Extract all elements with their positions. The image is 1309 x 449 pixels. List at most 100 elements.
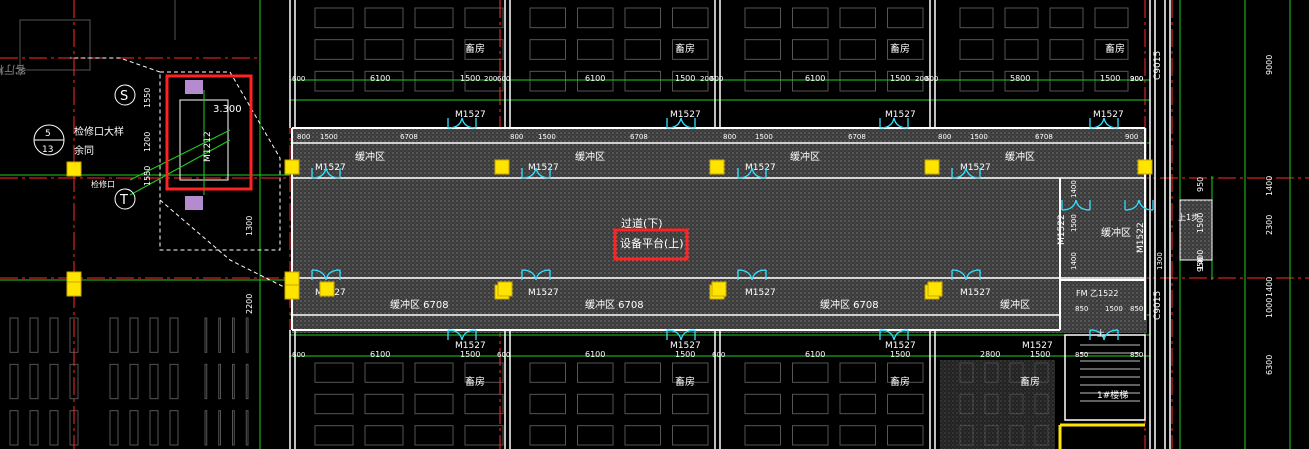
dim-top: 6100 — [370, 74, 390, 83]
faint-pen — [624, 425, 661, 446]
door-label-m1527: M1527 — [1093, 110, 1124, 120]
faint-pen — [744, 7, 781, 29]
dim-upper: 6708 — [400, 133, 418, 141]
door-top — [1089, 117, 1119, 129]
dim-top-small: 200 — [1130, 75, 1143, 83]
svg-text:S: S — [120, 89, 128, 104]
door-label-m1527: M1527 — [745, 288, 776, 298]
column — [711, 281, 727, 297]
dim-left: 1200 — [143, 132, 152, 152]
faint-pen — [129, 363, 139, 400]
faint-pen — [29, 363, 39, 400]
column — [66, 281, 82, 297]
buffer-label-dim: 缓冲区 6708 — [390, 298, 449, 311]
faint-pen — [887, 70, 924, 92]
faint-pen — [577, 70, 614, 92]
faint-pen — [204, 410, 208, 446]
column — [709, 159, 725, 175]
door-arc — [951, 269, 981, 281]
dim-top: 6100 — [805, 74, 825, 83]
door-bottom — [666, 329, 696, 341]
dim-side: 1500 — [1070, 214, 1078, 232]
door-arc — [521, 167, 551, 179]
dim-top-small: 600 — [497, 75, 510, 83]
dim-left: 1550 — [143, 166, 152, 186]
door-bottom — [447, 329, 477, 341]
faint-pen — [959, 70, 994, 92]
door-arc — [666, 117, 696, 129]
dim-left: 1550 — [143, 88, 152, 108]
faint-pen — [744, 393, 781, 415]
faint-pen — [364, 425, 404, 446]
detail-diagonal — [129, 129, 231, 181]
faint-pen — [218, 317, 221, 353]
faint-pen — [414, 393, 454, 415]
faint-pen — [839, 70, 876, 92]
faint-pen — [49, 363, 59, 400]
dim-bottom: 1500 — [1030, 350, 1050, 359]
door-arc — [311, 269, 341, 281]
faint-pen — [839, 362, 876, 383]
faint-pen — [149, 363, 159, 400]
buffer-label: 缓冲区 — [790, 150, 820, 163]
faint-pen — [672, 7, 709, 29]
faint-pen — [624, 70, 661, 92]
door-label-m1527: M1527 — [455, 341, 486, 351]
buffer-label: 缓冲区 — [1005, 150, 1035, 163]
faint-pen — [577, 7, 614, 29]
column — [284, 159, 300, 175]
faint-pen — [577, 425, 614, 446]
faint-pen — [232, 410, 235, 446]
faint-pen — [887, 362, 924, 383]
door-label-m1527: M1527 — [885, 341, 916, 351]
detail-outline — [159, 71, 281, 251]
door-arc — [447, 329, 477, 341]
dim-bottom: 2800 — [980, 350, 1000, 359]
door-arc — [879, 329, 909, 341]
faint-pen — [577, 393, 614, 415]
faint-pen — [314, 70, 354, 92]
faint-pen — [529, 425, 566, 446]
barn-label: 畜房 — [465, 42, 485, 55]
faint-pen — [624, 39, 661, 60]
faint-pen — [744, 70, 781, 92]
dim-upper: 6708 — [1035, 133, 1053, 141]
svg-text:T: T — [119, 193, 128, 208]
door-top — [879, 117, 909, 129]
door-arc — [311, 167, 341, 179]
fm-door-label: FM 乙1522 — [1076, 289, 1118, 298]
dim-upper: 1500 — [320, 133, 338, 141]
dim-bottom-small: 850 — [1130, 351, 1143, 359]
faint-pen — [1004, 39, 1039, 60]
faint-pen — [245, 363, 249, 400]
door-label-m1527: M1527 — [960, 163, 991, 173]
faint-pen — [577, 362, 614, 383]
dim-bottom: 1500 — [460, 350, 480, 359]
door-side — [1124, 199, 1154, 211]
dim-upper: 1500 — [538, 133, 556, 141]
faint-pen — [839, 425, 876, 446]
faint-pen — [744, 39, 781, 60]
faint-pen — [364, 362, 404, 383]
axis-bubble-t: T — [114, 188, 136, 210]
faint-pen — [149, 317, 159, 353]
dim-bottom-small: 850 — [1075, 351, 1088, 359]
detail-diagonal — [129, 139, 231, 196]
dim-top: 1500 — [890, 74, 910, 83]
vertical-label: C9015 — [1153, 291, 1163, 320]
faint-pen — [672, 362, 709, 383]
elevation-label: 3.300 — [213, 104, 242, 115]
faint-pen — [169, 363, 179, 400]
vertical-label: C9015 — [1153, 51, 1163, 80]
buffer-label-dim: 缓冲区 6708 — [820, 298, 879, 311]
dim-fm: 1500 — [1105, 305, 1123, 313]
door-top — [447, 117, 477, 129]
faint-pen — [29, 317, 39, 353]
remainder-label: 余同 — [74, 144, 94, 157]
faint-pen — [204, 363, 208, 400]
faint-pen — [887, 39, 924, 60]
door-top — [666, 117, 696, 129]
crossing-label: 过道(下) — [621, 216, 663, 230]
